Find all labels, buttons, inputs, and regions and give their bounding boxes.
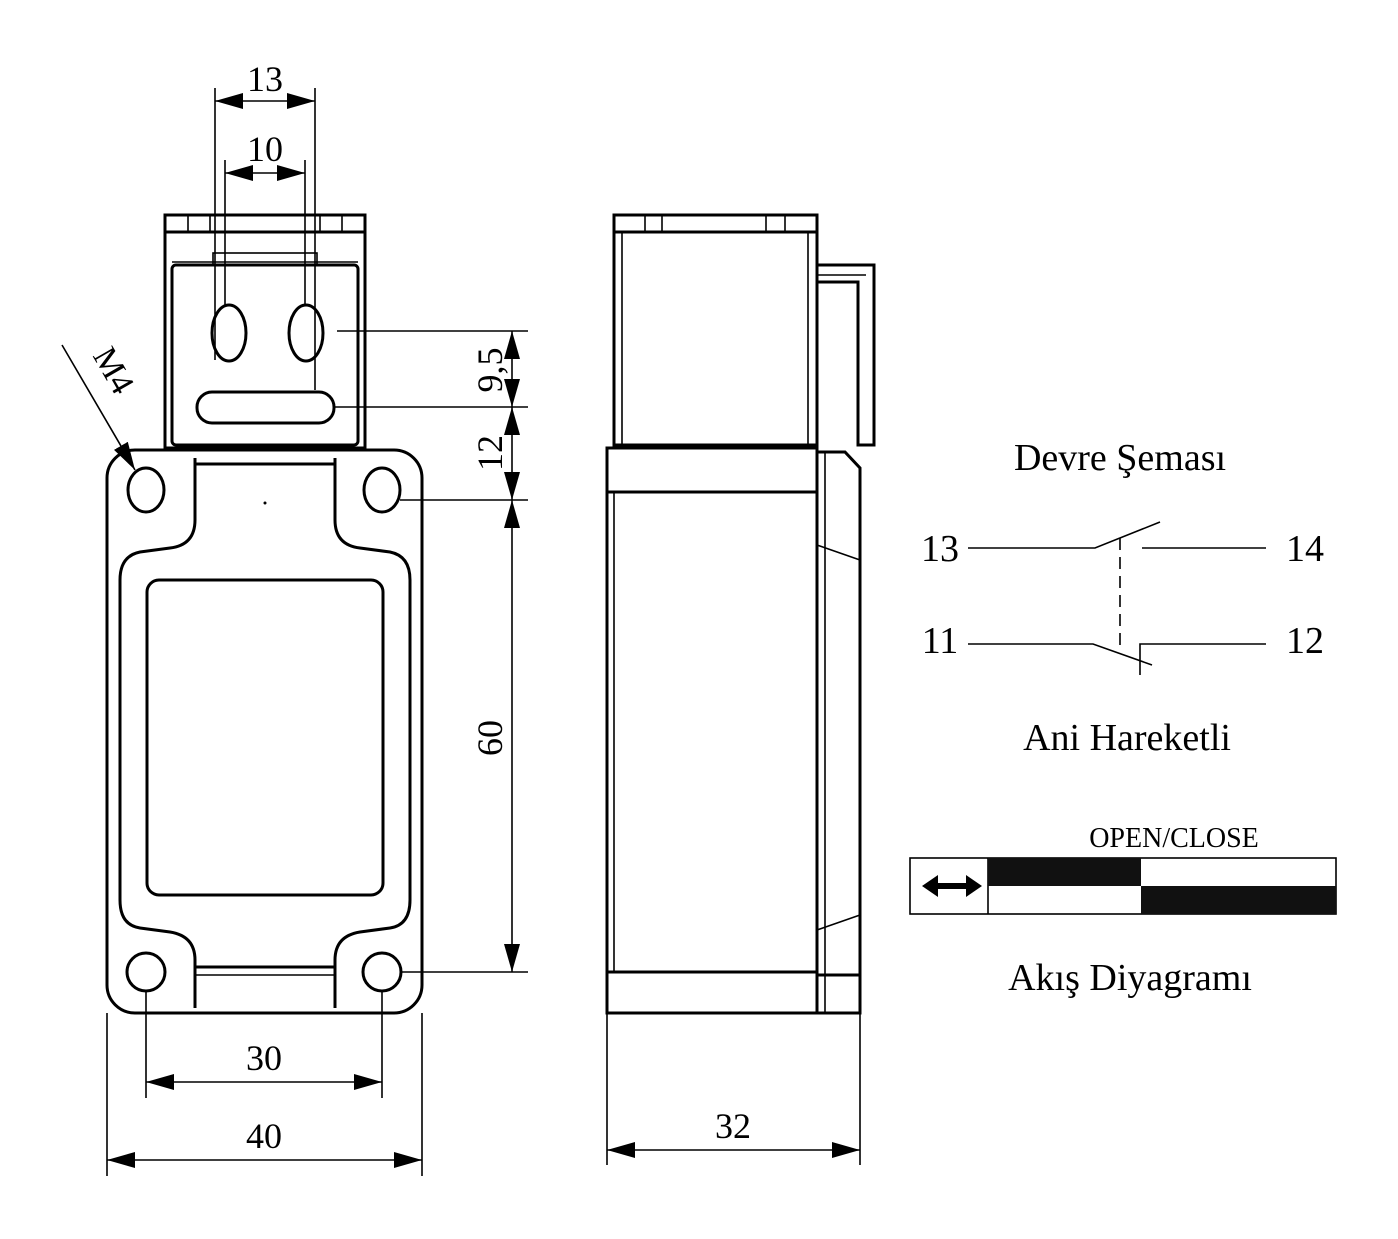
front-view: 13 10 9,5 12 60 M4 30 40 [61, 59, 528, 1176]
side-body [605, 446, 819, 1015]
terminal-14: 14 [1286, 528, 1324, 570]
switch-body [105, 448, 424, 1015]
terminal-12: 12 [1286, 620, 1324, 662]
mount-hole [126, 466, 166, 514]
mount-hole [361, 951, 403, 993]
mount-hole [362, 466, 402, 514]
dim-m4: M4 [85, 341, 141, 400]
circuit-title: Devre Şeması [1014, 437, 1226, 479]
flow-caption: Akış Diyagramı [1008, 957, 1252, 999]
slot-right [287, 303, 325, 363]
flow-label: OPEN/CLOSE [1089, 823, 1259, 854]
dim-9-5: 9,5 [470, 348, 510, 393]
label-window [145, 578, 385, 897]
terminal-11: 11 [922, 620, 959, 662]
slot-left [210, 303, 248, 363]
terminal-13: 13 [921, 528, 959, 570]
double-arrow-icon [922, 875, 982, 897]
dim-12: 12 [470, 435, 510, 471]
side-view: 32 [605, 213, 876, 1165]
dim-13: 13 [247, 59, 283, 99]
dim-40: 40 [246, 1116, 282, 1156]
flow-bar-open [988, 858, 1141, 886]
flow-bar-close [1141, 886, 1336, 914]
slot-horizontal [195, 390, 336, 425]
dim-10: 10 [247, 129, 283, 169]
dim-60: 60 [470, 720, 510, 756]
actuator-key [817, 263, 876, 447]
mount-hole [125, 951, 167, 993]
circuit-diagram: Devre Şeması 13 14 11 12 Ani Hareketli [921, 437, 1324, 759]
actuator-head [163, 213, 367, 450]
flow-diagram: OPEN/CLOSE Akış Diyagramı [909, 823, 1337, 999]
dim-30: 30 [246, 1038, 282, 1078]
dim-32: 32 [715, 1106, 751, 1146]
circuit-caption: Ani Hareketli [1023, 717, 1231, 759]
